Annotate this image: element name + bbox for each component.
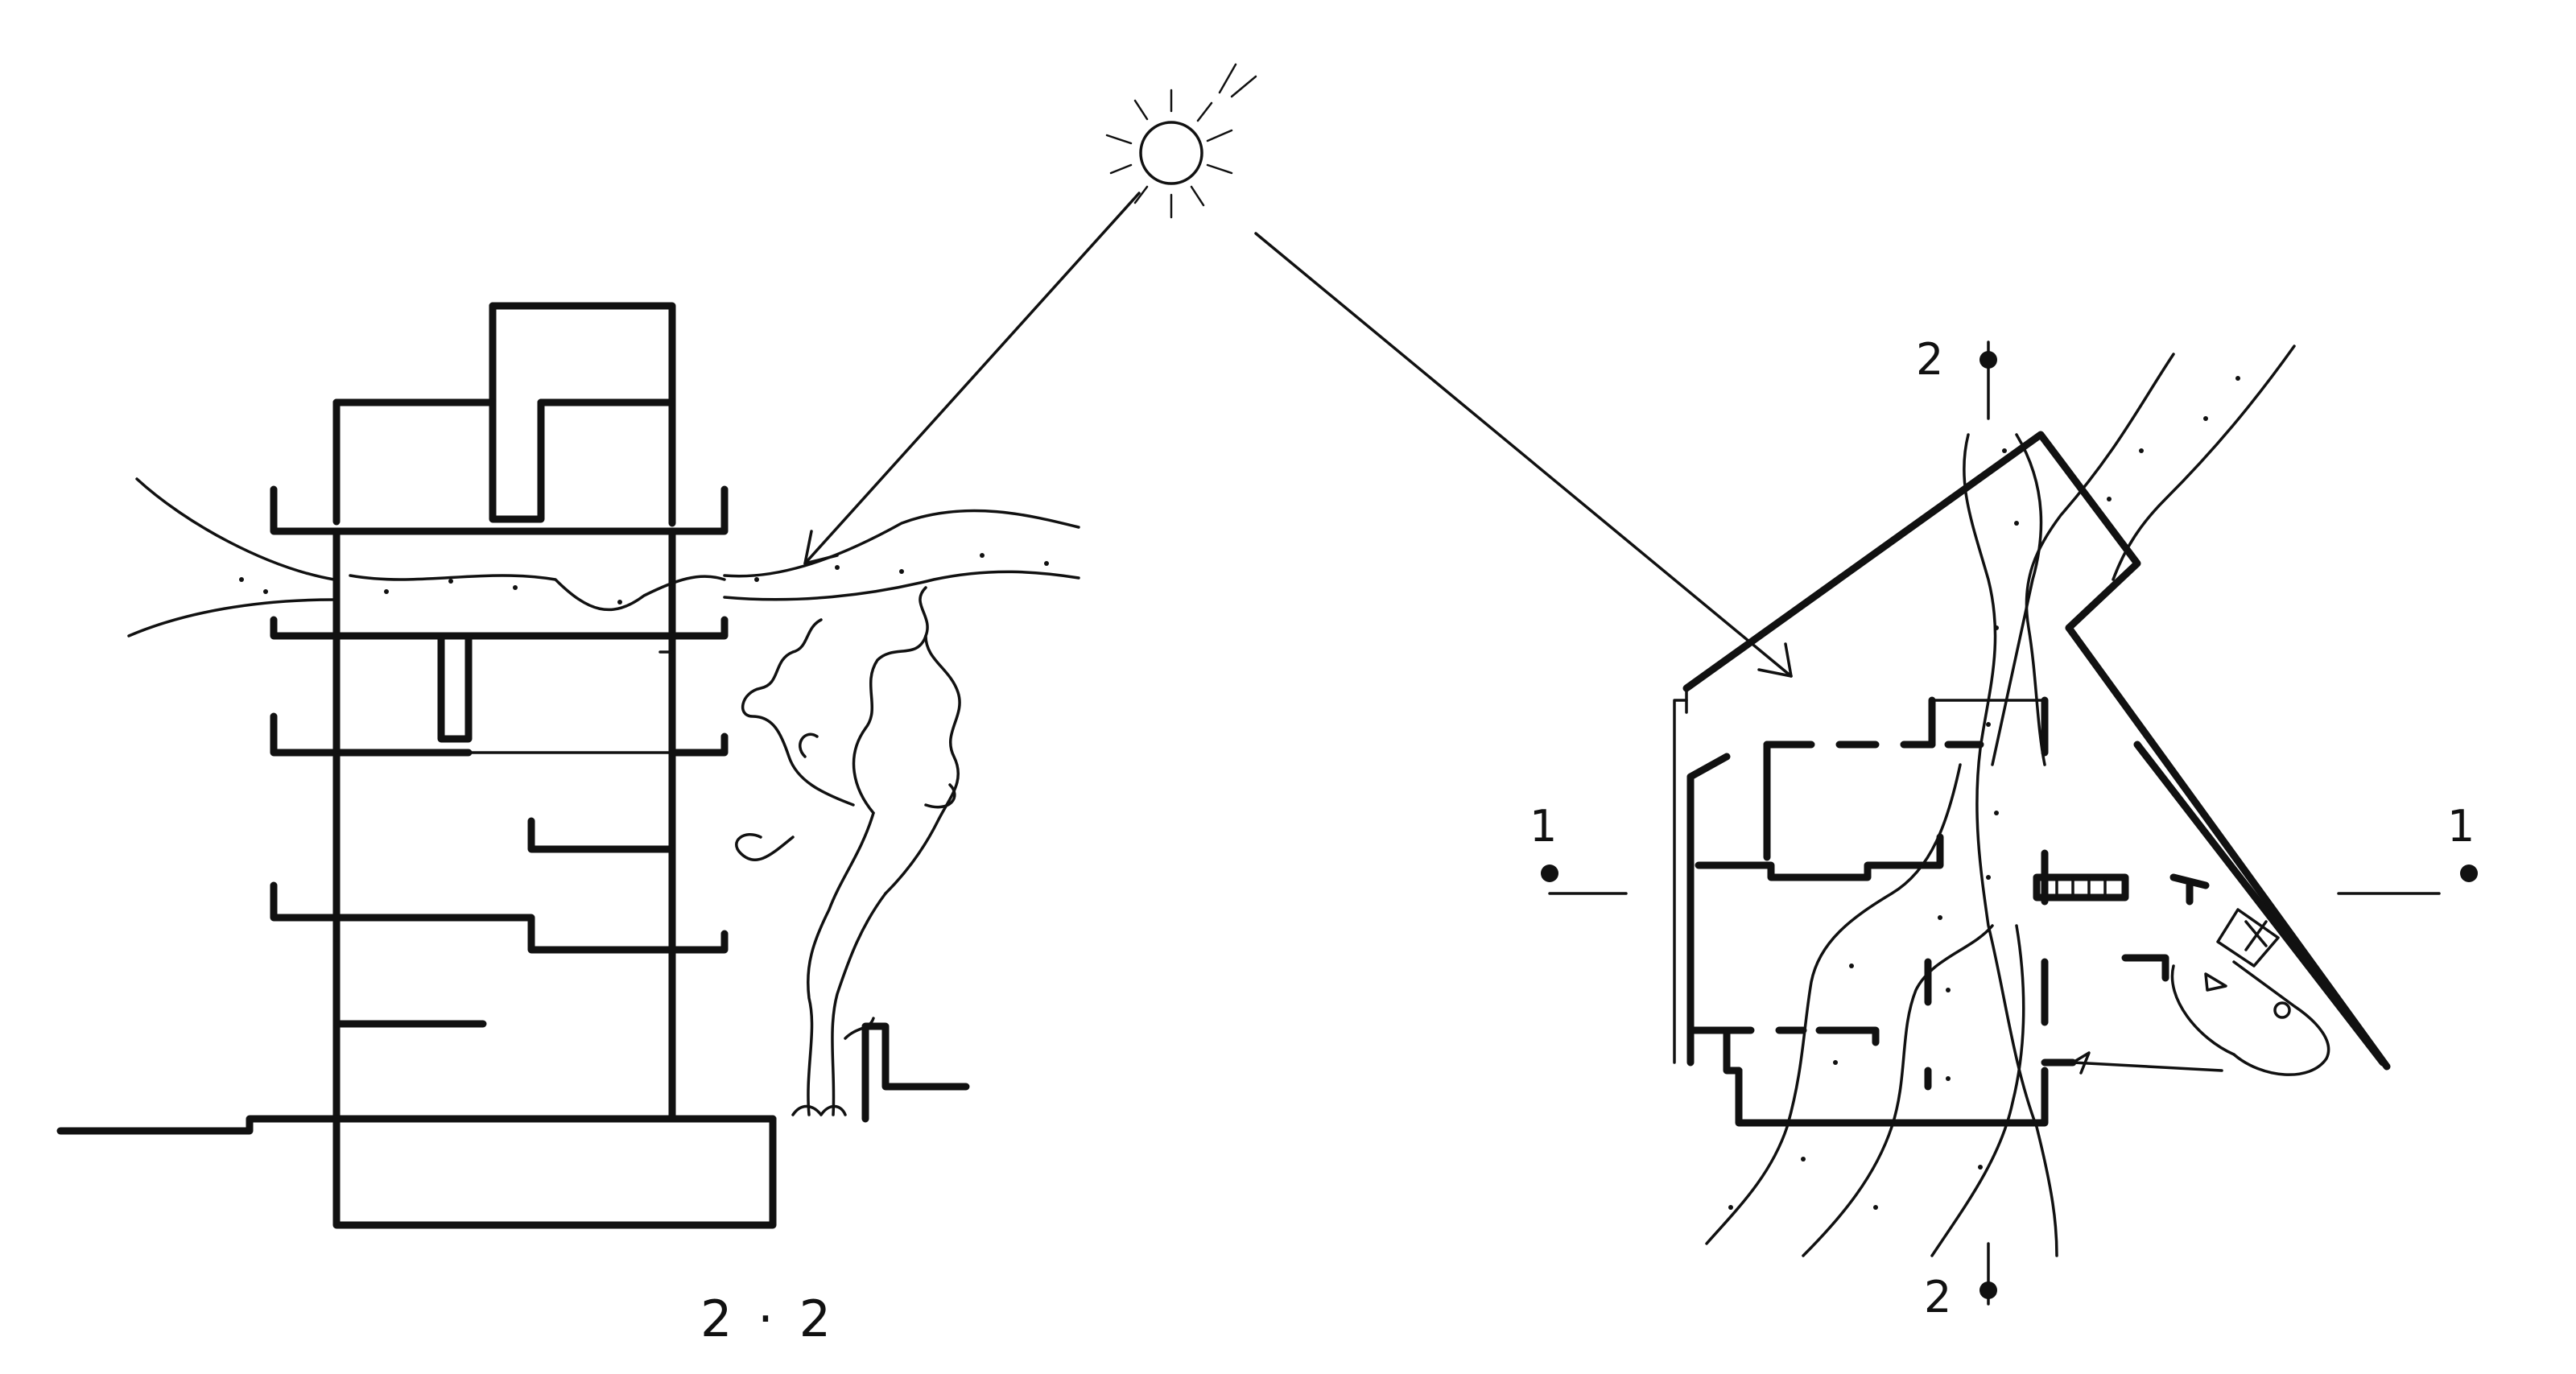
cut-marker-top	[1979, 351, 1997, 369]
sun-ray-arrow-left	[803, 192, 1141, 565]
tree-sketch	[735, 586, 961, 1116]
cut-marker-bottom	[1979, 1281, 1997, 1299]
cut-marker-left	[1541, 864, 1558, 882]
section-mark-right-label: 1	[2447, 801, 2475, 852]
section-caption: 2 · 2	[700, 1289, 836, 1348]
section-mark-left-label: 1	[1530, 801, 1557, 852]
sun-ray-arrow-right	[1254, 232, 1793, 678]
section-drawing	[56, 302, 1080, 1229]
section-mark-top-label: 2	[1916, 334, 1943, 385]
sun-icon	[1105, 63, 1257, 219]
section-mark-bottom-label: 2	[1924, 1272, 1951, 1322]
plan-drawing	[1541, 340, 2478, 1306]
cut-marker-right	[2460, 864, 2478, 882]
